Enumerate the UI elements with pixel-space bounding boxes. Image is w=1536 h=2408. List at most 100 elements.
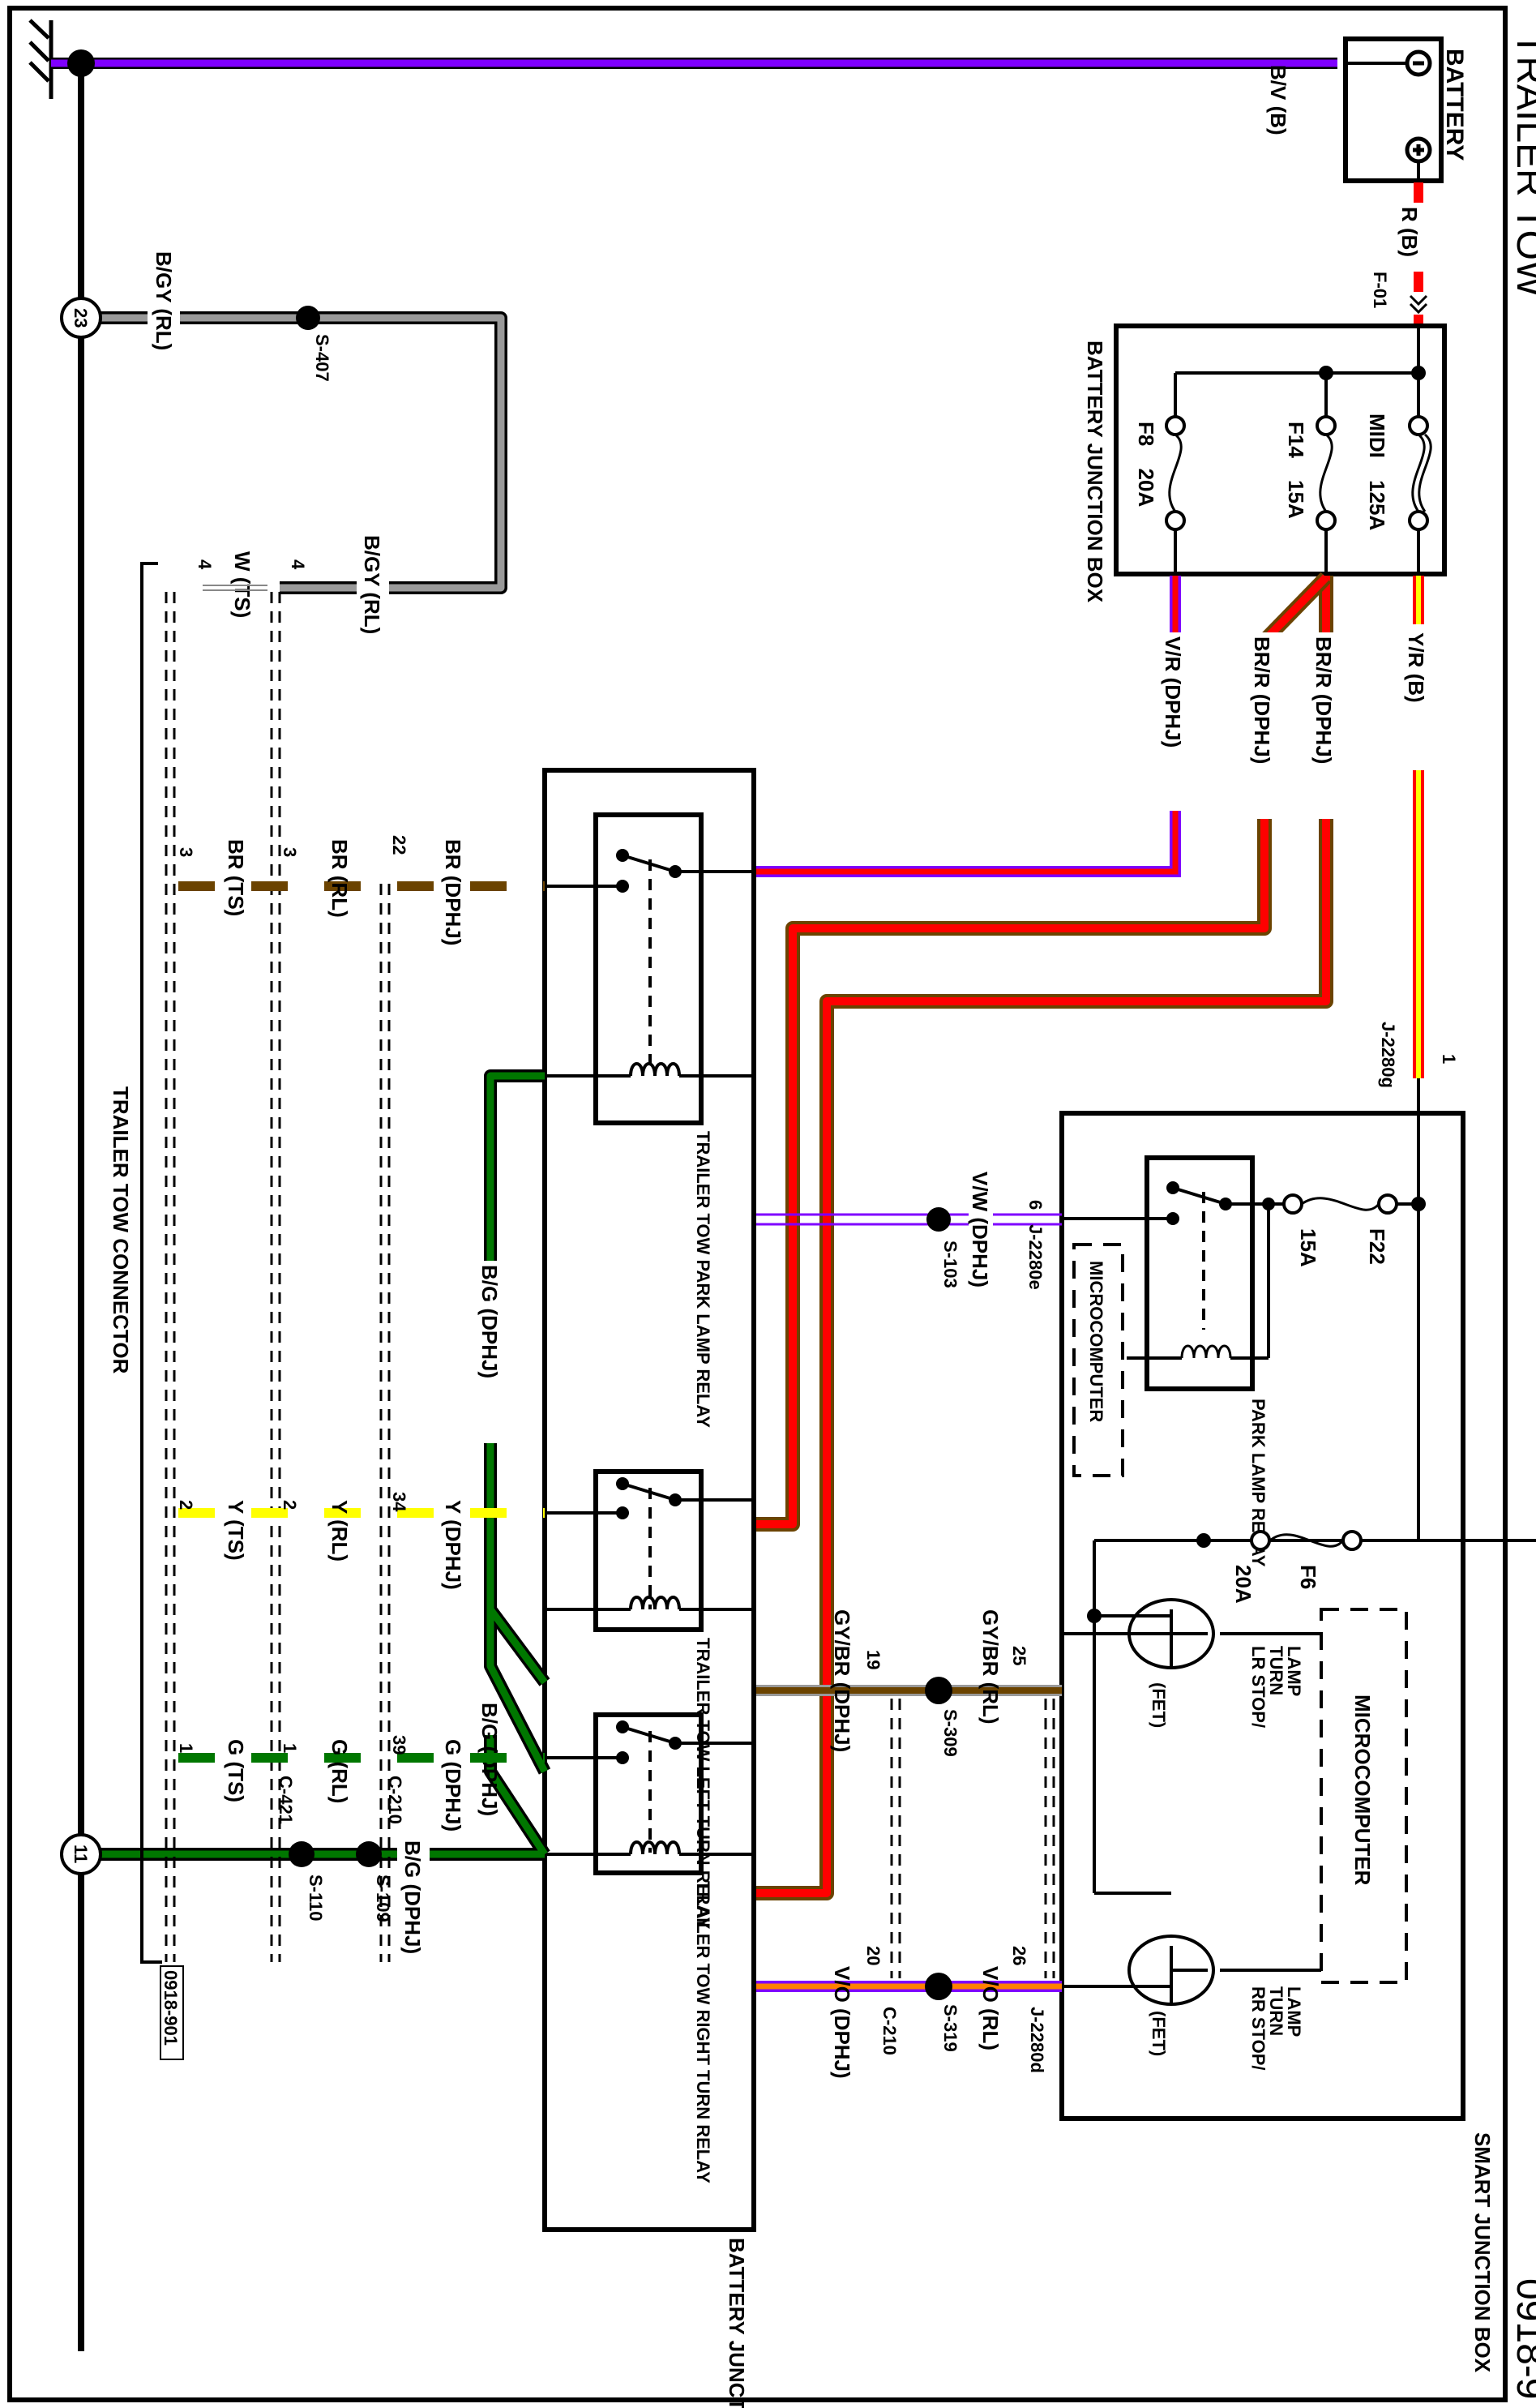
bjb-top-label: BATTERY JUNCTION BOX: [1083, 341, 1107, 603]
pin-y-dphj: 34: [389, 1492, 409, 1512]
wire-vr: [754, 576, 1181, 877]
pin-br-rl: 3: [280, 847, 300, 857]
wire-br-dphj-label: BR (DPHJ): [441, 839, 465, 945]
wire-y-dphj-label: Y (DPHJ): [441, 1500, 465, 1590]
pin-j2280g: 1: [1439, 1054, 1459, 1064]
rr-fet-label: RR STOP/TURNLAMP: [1248, 1986, 1304, 2071]
splice-ground: [67, 49, 95, 77]
wire-y-ts-label: Y (TS): [224, 1500, 248, 1561]
microcomputer-small: [1072, 1243, 1124, 1477]
battery-junction-box-top: [1114, 323, 1447, 576]
connector-c210-g: C-210: [385, 1776, 405, 1824]
lr-fet-type: (FET): [1149, 1682, 1169, 1728]
fuse-f22-rating: 15A: [1296, 1228, 1320, 1267]
trailer-connector-ref: 0918-901: [160, 1970, 181, 2046]
wire-brr-2: [754, 572, 1332, 1532]
fuse-f6-rating: 20A: [1231, 1565, 1256, 1604]
microcomputer-small-label: MICROCOMPUTER: [1086, 1261, 1106, 1422]
pin-y-ts: 2: [176, 1500, 196, 1510]
wire-vw: [754, 1213, 1062, 1226]
pin-bgy: 4: [288, 559, 308, 570]
connector-f01-icon: [1409, 294, 1428, 315]
microcomputer-large-label: MICROCOMPUTER: [1350, 1695, 1375, 1886]
ground-23-icon: [60, 297, 102, 339]
fuse-f8-icon: [1165, 415, 1186, 531]
pin-gybr-rl: 25: [1009, 1646, 1029, 1665]
pin-y-rl: 2: [280, 1500, 300, 1510]
wire-brr-1-label: BR/R (DPHJ): [1311, 636, 1336, 764]
lr-fet-label: LR STOP/TURNLAMP: [1248, 1646, 1304, 1728]
wire-rb-label: R (B): [1397, 207, 1422, 257]
wire-bv-label: B/V (B): [1266, 65, 1290, 135]
wire-vo-dphj-label: V/O (DPHJ): [830, 1966, 854, 2079]
rr-fet-icon: [1127, 1935, 1215, 2006]
pin-br-dphj: 22: [389, 835, 409, 855]
page-id: 0918-9: [1508, 2278, 1536, 2399]
battery-label: BATTERY: [1441, 49, 1468, 161]
wire-g-rl-label: G (RL): [327, 1739, 352, 1803]
wire-y-rl-label: Y (RL): [327, 1500, 352, 1562]
page-frame: [7, 6, 1508, 2402]
pin-br-ts: 3: [176, 847, 196, 857]
trailer-connector-label: TRAILER TOW CONNECTOR: [109, 1086, 133, 1374]
splice-s110-label: S-110: [306, 1875, 326, 1922]
fuse-f8-label: F8 20A: [1134, 422, 1158, 507]
wire-yr-label: Y/R (B): [1404, 632, 1428, 703]
splice-s309-label: S-309: [940, 1709, 961, 1757]
fuse-f6-icon: [1250, 1530, 1363, 1551]
rr-fet-type: (FET): [1149, 2011, 1169, 2056]
pin-w-ts: 4: [195, 559, 215, 570]
fuse-midi-label: MIDI 125A: [1365, 413, 1389, 531]
battery: [1343, 36, 1444, 183]
wire-brr-1: [754, 576, 1333, 1900]
pin-gybr-dphj: 19: [863, 1650, 884, 1669]
connector-j2280g: J-2280g: [1378, 1022, 1398, 1088]
wire-g-dphj-label: G (DPHJ): [441, 1739, 465, 1832]
wire-vr-label: V/R (DPHJ): [1161, 636, 1185, 748]
wire-bg: [81, 1069, 551, 1861]
wire-bgy: [81, 311, 507, 594]
wire-g-ts-label: G (TS): [224, 1739, 248, 1802]
fuse-f14-label: F14 15A: [1284, 422, 1308, 519]
connector-j2280d: J-2280d: [1027, 2007, 1047, 2073]
wire-brr-2-label: BR/R (DPHJ): [1250, 636, 1274, 764]
connector-j2280e: J-2280e: [1025, 1224, 1046, 1290]
ground-icon: [28, 19, 53, 99]
relay-right-turn-label: TRAILER TOW RIGHT TURN RELAY: [693, 1881, 713, 2183]
ground-11-icon: [60, 1833, 102, 1875]
relay-right-turn: [545, 1712, 754, 1875]
wire-bg-1-label: B/G (DPHJ): [477, 1265, 502, 1378]
sjb-label: SMART JUNCTION BOX: [1470, 2132, 1495, 2373]
splice-s309: [925, 1677, 952, 1704]
fuse-midi-icon: [1408, 415, 1432, 531]
wire-bgy-label: B/GY (RL): [360, 535, 384, 634]
fuse-f14-icon: [1316, 415, 1337, 531]
splice-s407: [296, 306, 320, 330]
wire-bgy-top-label: B/GY (RL): [152, 251, 176, 350]
bjb-bottom-label: BATTERY JUNCTION BOX: [725, 2238, 749, 2408]
pin-g-dphj: 39: [389, 1735, 409, 1755]
wire-br-ts-label: BR (TS): [224, 839, 248, 916]
relay-coil-icon: [1180, 1344, 1232, 1359]
pin-g-ts: 1: [176, 1743, 196, 1753]
splice-s109: [356, 1841, 382, 1867]
lr-fet-icon: [1127, 1598, 1215, 1669]
pin-vo-rl: 26: [1009, 1946, 1029, 1965]
wire-vo-rl-label: V/O (RL): [978, 1966, 1003, 2050]
ground-11-label: 11: [71, 1845, 91, 1863]
connector-f01: F-01: [1370, 272, 1390, 308]
fuse-f22-icon: [1282, 1193, 1398, 1215]
microcomputer-large: [1320, 1608, 1408, 1984]
connector-c421: C-421: [276, 1776, 296, 1824]
park-lamp-relay: [1145, 1155, 1255, 1391]
trailer-connector-bracket: [140, 562, 162, 1964]
relay-park-lamp: [545, 812, 754, 1125]
fuse-f22-label: F22: [1365, 1228, 1389, 1265]
splice-s319-label: S-319: [940, 2004, 961, 2052]
splice-s110: [289, 1841, 314, 1867]
ground-23-label: 23: [71, 308, 91, 328]
wire-bg-3-label: B/G (DPHJ): [400, 1840, 425, 1954]
wire-gybr-rl-label: GY/BR (RL): [978, 1609, 1003, 1725]
pin-g-rl: 1: [280, 1743, 300, 1753]
